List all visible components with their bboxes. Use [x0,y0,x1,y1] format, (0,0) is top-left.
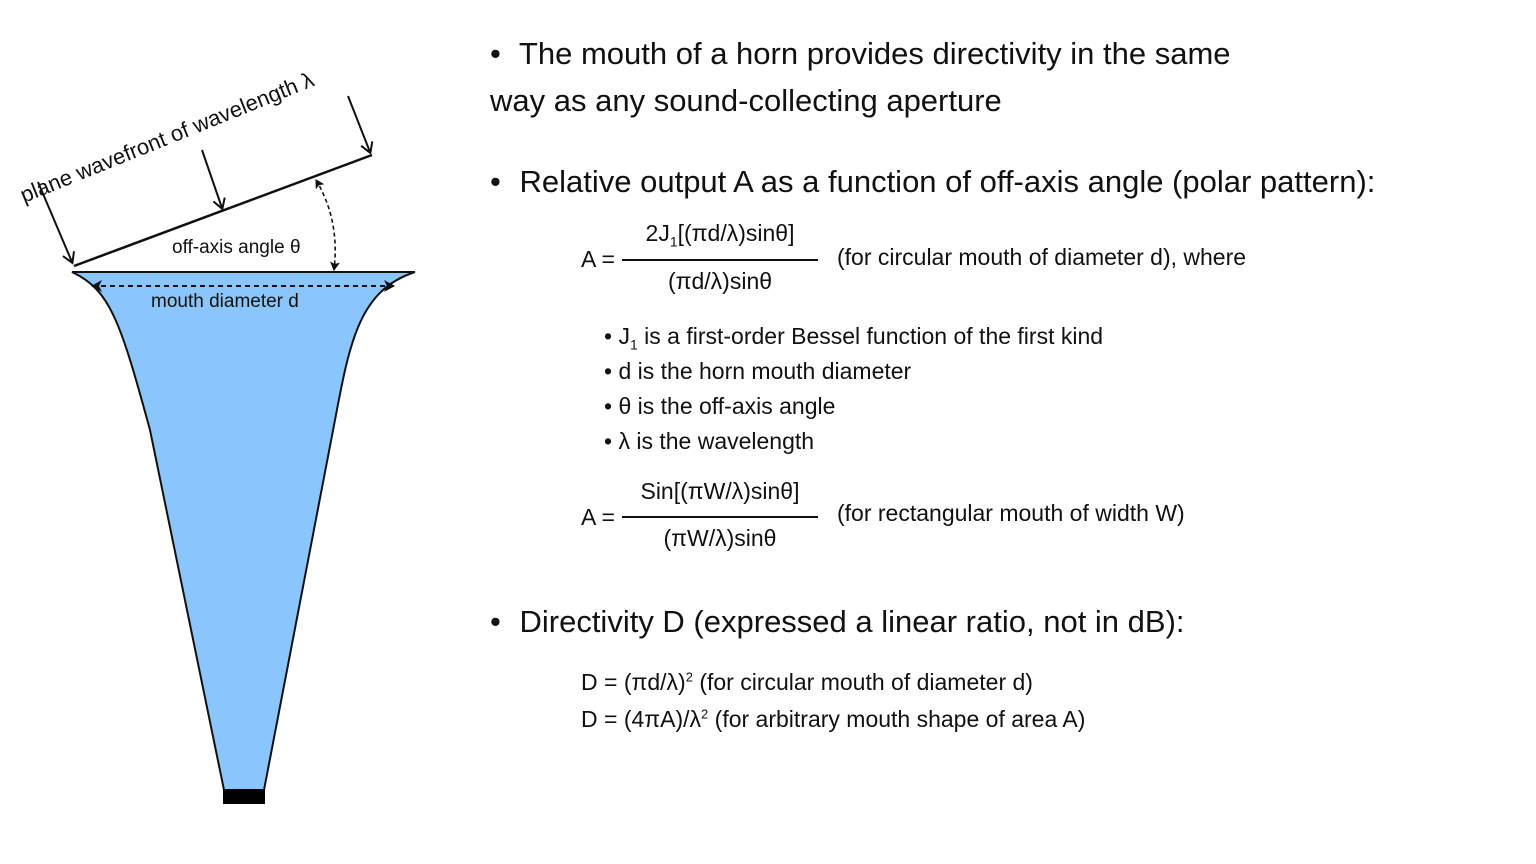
definition-text: θ is the off-axis angle [618,393,836,419]
definition-text: d is the horn mouth diameter [618,358,912,384]
formula-text: D = (4πA)/λ [581,706,702,732]
bullet-text: Directivity D (expressed a linear ratio,… [519,604,1185,639]
rect-formula-note: (for rectangular mouth of width W) [837,500,1185,526]
wavefront-arrow-left [37,181,75,265]
formula-text: (for arbitrary mouth shape of area A) [714,706,1086,732]
bullet-text: way as any sound-collecting aperture [490,83,1002,118]
bullet-dot: • [490,36,501,71]
definition-diameter: • d is the horn mouth diameter [604,358,911,385]
bullet-directivity: • Directivity D (expressed a linear rati… [490,604,1185,640]
definition-bessel: • J1 is a first-order Bessel function of… [604,323,1103,353]
horn-diagram: plane wavefront of wavelength λ off-axis… [17,67,416,804]
bullet-horn-directivity: • The mouth of a horn provides directivi… [490,36,1231,72]
formula-superscript: 2 [685,669,693,685]
rect-formula-lhs: A = [581,504,615,530]
bullet-dot: • [604,323,613,349]
circular-formula-lhs: A = [581,246,615,272]
bullet-dot: • [604,393,613,419]
wavefront-arrow-right [347,95,374,155]
numerator-text: [(πd/λ)sinθ] [677,220,795,246]
circular-fraction-bar [622,259,818,261]
circular-formula-note: (for circular mouth of diameter d), wher… [837,244,1247,270]
rect-formula-numerator: Sin[(πW/λ)sinθ] [640,478,800,504]
bullet-dot: • [604,428,613,454]
bullet-relative-output: • Relative output A as a function of off… [490,164,1375,200]
definition-wavelength: • λ is the wavelength [604,428,814,455]
wavefront-label: plane wavefront of wavelength λ [17,67,318,208]
wavefront-arrow-middle [201,149,226,211]
definition-angle: • θ is the off-axis angle [604,393,835,420]
bullet-dot: • [490,164,501,199]
bullet-text: Relative output A as a function of off-a… [519,164,1376,199]
angle-arc [315,179,340,271]
formula-text: (for circular mouth of diameter d) [699,669,1033,695]
bullet-horn-directivity-continued: way as any sound-collecting aperture [490,83,1002,119]
formula-text: D = (πd/λ) [581,669,686,695]
directivity-arbitrary: D = (4πA)/λ2 (for arbitrary mouth shape … [581,706,1085,733]
bullet-dot: • [490,604,501,639]
definition-text: J [618,323,630,349]
numerator-text: 2J [645,220,670,246]
definition-subscript: 1 [629,336,638,353]
numerator-subscript: 1 [669,233,678,250]
circular-formula-numerator: 2J1[(πd/λ)sinθ] [622,220,818,250]
bullet-text: The mouth of a horn provides directivity… [518,36,1231,71]
circular-formula-denominator: (πd/λ)sinθ [667,268,773,294]
driver-block [223,789,265,804]
bullet-dot: • [604,358,613,384]
rect-fraction-bar [622,516,818,518]
angle-label: off-axis angle θ [172,237,301,258]
definition-text: λ is the wavelength [618,428,815,454]
horn-body [71,271,416,791]
directivity-circular: D = (πd/λ)2 (for circular mouth of diame… [581,669,1033,696]
mouth-label: mouth diameter d [151,291,299,312]
rect-formula-denominator: (πW/λ)sinθ [663,525,777,551]
definition-text: is a first-order Bessel function of the … [644,323,1104,349]
formula-superscript: 2 [701,706,709,722]
